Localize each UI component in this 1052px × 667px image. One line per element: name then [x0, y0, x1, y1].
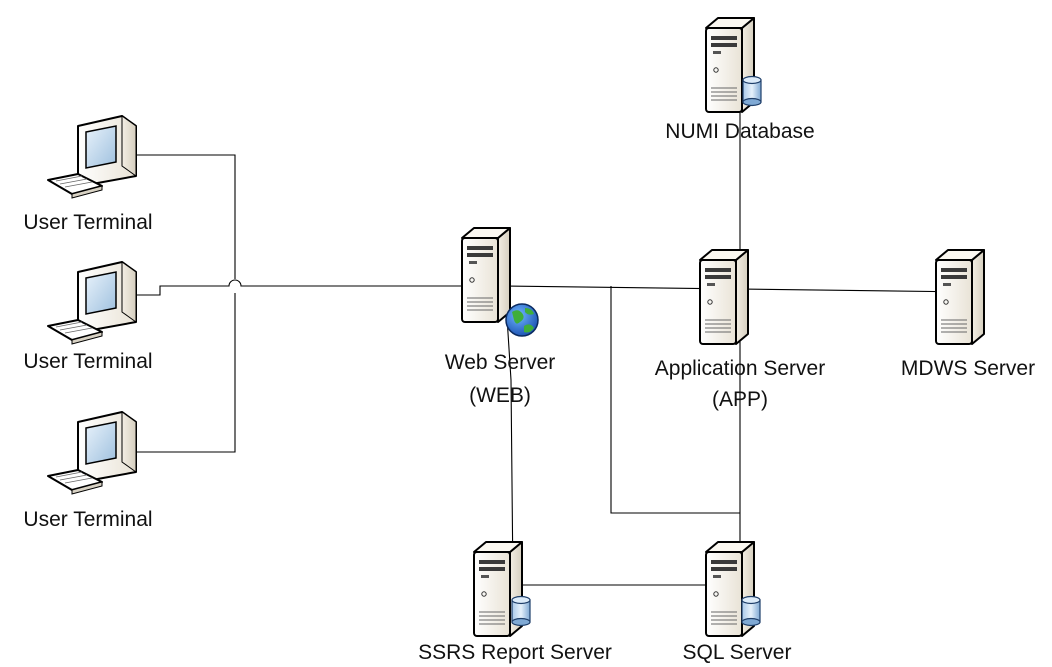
web-server-label: Web Server	[444, 351, 556, 374]
ssrs-report-server-label: SSRS Report Server	[418, 641, 612, 664]
wire-terminal-2	[108, 279, 463, 296]
application-server-sublabel: (APP)	[711, 388, 768, 411]
server-icon	[935, 249, 985, 345]
wire-terminal-1	[108, 154, 236, 279]
wire-terminal-3	[108, 293, 236, 453]
desktop-computer-icon	[47, 115, 137, 199]
terminal-2-label: User Terminal	[23, 350, 153, 373]
desktop-computer-icon	[47, 411, 137, 495]
web-server-icon	[461, 227, 539, 337]
sql-server-label: SQL Server	[682, 641, 792, 664]
mdws-server-label: MDWS Server	[900, 357, 1036, 380]
connection-lines	[108, 70, 973, 586]
web-server-sublabel: (WEB)	[469, 384, 531, 407]
server-icon	[699, 249, 749, 345]
desktop-computer-icon	[47, 261, 137, 345]
numi-database-label: NUMI Database	[665, 120, 815, 143]
terminal-1-label: User Terminal	[23, 211, 153, 234]
application-server-label: Application Server	[654, 357, 826, 380]
wire-web-sql	[610, 286, 740, 514]
database-server-icon	[705, 541, 761, 637]
database-server-icon	[473, 541, 531, 637]
database-server-icon	[705, 17, 762, 113]
terminal-3-label: User Terminal	[23, 508, 153, 531]
